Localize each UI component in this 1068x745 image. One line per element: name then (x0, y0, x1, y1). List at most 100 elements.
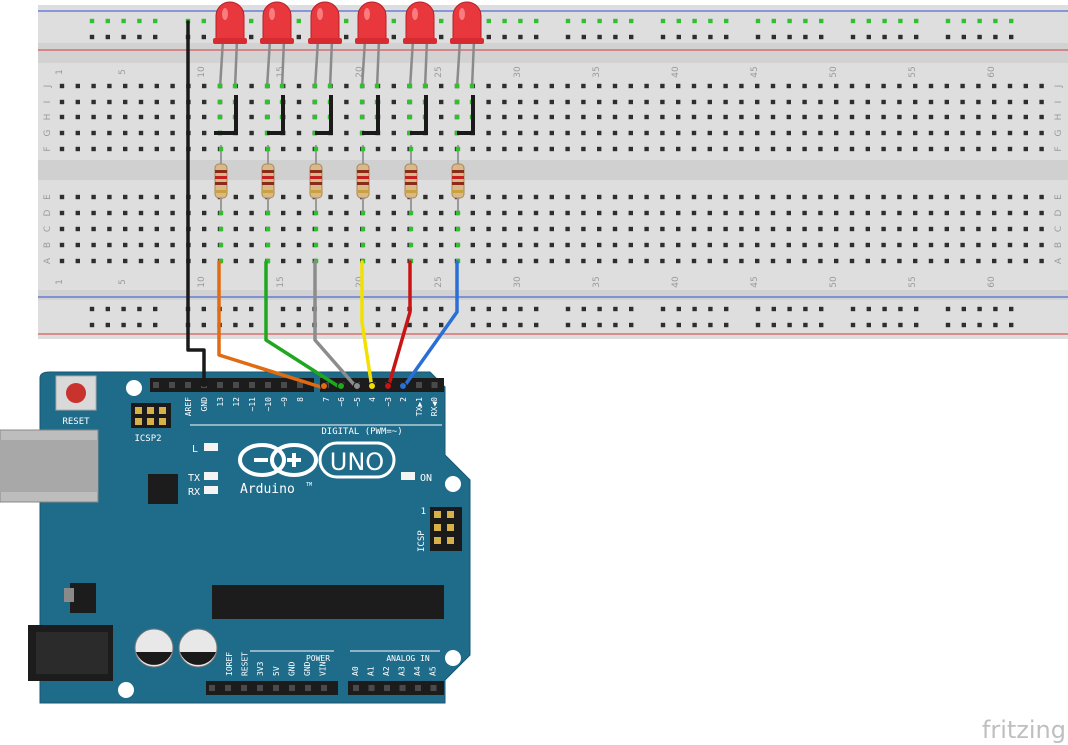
rail-hole (613, 322, 618, 328)
ground-jumper (362, 95, 380, 135)
breadboard-hole (849, 194, 855, 200)
breadboard-hole (518, 99, 523, 105)
connected-hole (312, 99, 318, 105)
breadboard-hole (75, 114, 80, 120)
breadboard-hole (960, 226, 965, 232)
breadboard-hole (818, 130, 823, 136)
resistor-band (262, 176, 274, 179)
mounting-hole (445, 476, 461, 492)
rail-hole (803, 322, 808, 328)
breadboard-hole (960, 130, 965, 136)
breadboard-hole (281, 210, 286, 216)
capacitor-marking (180, 652, 216, 665)
breadboard-hole (565, 210, 570, 216)
power-pin-hole (289, 685, 295, 691)
breadboard-hole (944, 210, 949, 216)
rail-hole (977, 322, 982, 328)
breadboard-hole (818, 114, 823, 120)
reset-label: RESET (62, 417, 90, 427)
rail-hole (565, 34, 571, 40)
breadboard-hole (1023, 194, 1028, 200)
breadboard-hole (928, 258, 934, 264)
breadboard-hole (59, 114, 65, 120)
breadboard-hole (802, 130, 807, 136)
breadboard-hole (75, 258, 80, 264)
breadboard-hole (202, 130, 207, 136)
breadboard-hole (818, 258, 823, 264)
row-letter-left: I (43, 101, 53, 104)
row-letter-right: G (1054, 129, 1064, 136)
mounting-hole (445, 650, 461, 666)
breadboard-hole (723, 226, 728, 232)
breadboard-hole (660, 146, 665, 152)
breadboard-hole (391, 242, 396, 248)
icsp-pin (434, 537, 441, 544)
breadboard-hole (786, 258, 791, 264)
column-number-bottom: 20 (355, 276, 365, 288)
resistor-band (452, 182, 464, 185)
breadboard-hole (170, 99, 175, 105)
breadboard-hole (928, 83, 934, 89)
rail-hole (121, 306, 126, 312)
rail-hole (153, 322, 158, 328)
breadboard-hole (881, 194, 886, 200)
breadboard-hole (107, 114, 112, 120)
rail-hole (344, 34, 349, 40)
breadboard-hole (818, 194, 823, 200)
breadboard-hole (470, 242, 475, 248)
breadboard-hole (707, 226, 712, 232)
rail-hole (629, 34, 634, 40)
rail-hole (137, 322, 142, 328)
breadboard-hole (344, 210, 349, 216)
led-leg (375, 39, 381, 89)
breadboard-hole (249, 130, 254, 136)
breadboard-hole (897, 194, 902, 200)
breadboard-hole (202, 99, 207, 105)
breadboard-hole (170, 210, 175, 216)
breadboard-hole (660, 258, 665, 264)
breadboard-hole (107, 99, 112, 105)
digital-pin-label: GND (200, 397, 209, 412)
breadboard-hole (802, 242, 807, 248)
led-leg (408, 39, 415, 89)
rail-hole (502, 18, 507, 24)
breadboard: 1155101015152020252530303535404045455050… (38, 5, 1068, 339)
breadboard-hole (1023, 83, 1028, 89)
breadboard-hole (170, 83, 175, 89)
breadboard-hole (691, 226, 697, 232)
breadboard-hole (849, 210, 855, 216)
analog-pin-label: A0 (351, 666, 360, 676)
breadboard-hole (691, 114, 697, 120)
breadboard-hole (423, 258, 428, 264)
breadboard-hole (976, 130, 981, 136)
connected-hole (454, 99, 460, 105)
led-rim (213, 38, 247, 44)
breadboard-hole (202, 242, 207, 248)
rail-hole (866, 18, 871, 24)
rail-hole (803, 18, 808, 24)
breadboard-hole (1007, 83, 1013, 89)
rail-hole (993, 18, 998, 24)
row-letter-right: C (1054, 226, 1064, 232)
rail-hole (755, 34, 761, 40)
breadboard-hole (960, 114, 965, 120)
rail-hole (993, 322, 998, 328)
connected-hole (408, 242, 414, 248)
icsp2-pin (135, 407, 142, 414)
breadboard-hole (913, 99, 918, 105)
bottom-pin-holes (209, 685, 437, 691)
breadboard-hole (960, 258, 965, 264)
rail-hole (787, 306, 792, 312)
connected-hole (360, 146, 366, 152)
breadboard-hole (897, 146, 902, 152)
breadboard-hole (1039, 146, 1044, 152)
rail-hole (391, 34, 396, 40)
analog-header (348, 681, 444, 695)
rail-hole (391, 306, 396, 312)
rail-hole (344, 322, 349, 328)
resistor-band (357, 190, 369, 193)
breadboard-hole (281, 258, 286, 264)
breadboard-hole (518, 130, 523, 136)
